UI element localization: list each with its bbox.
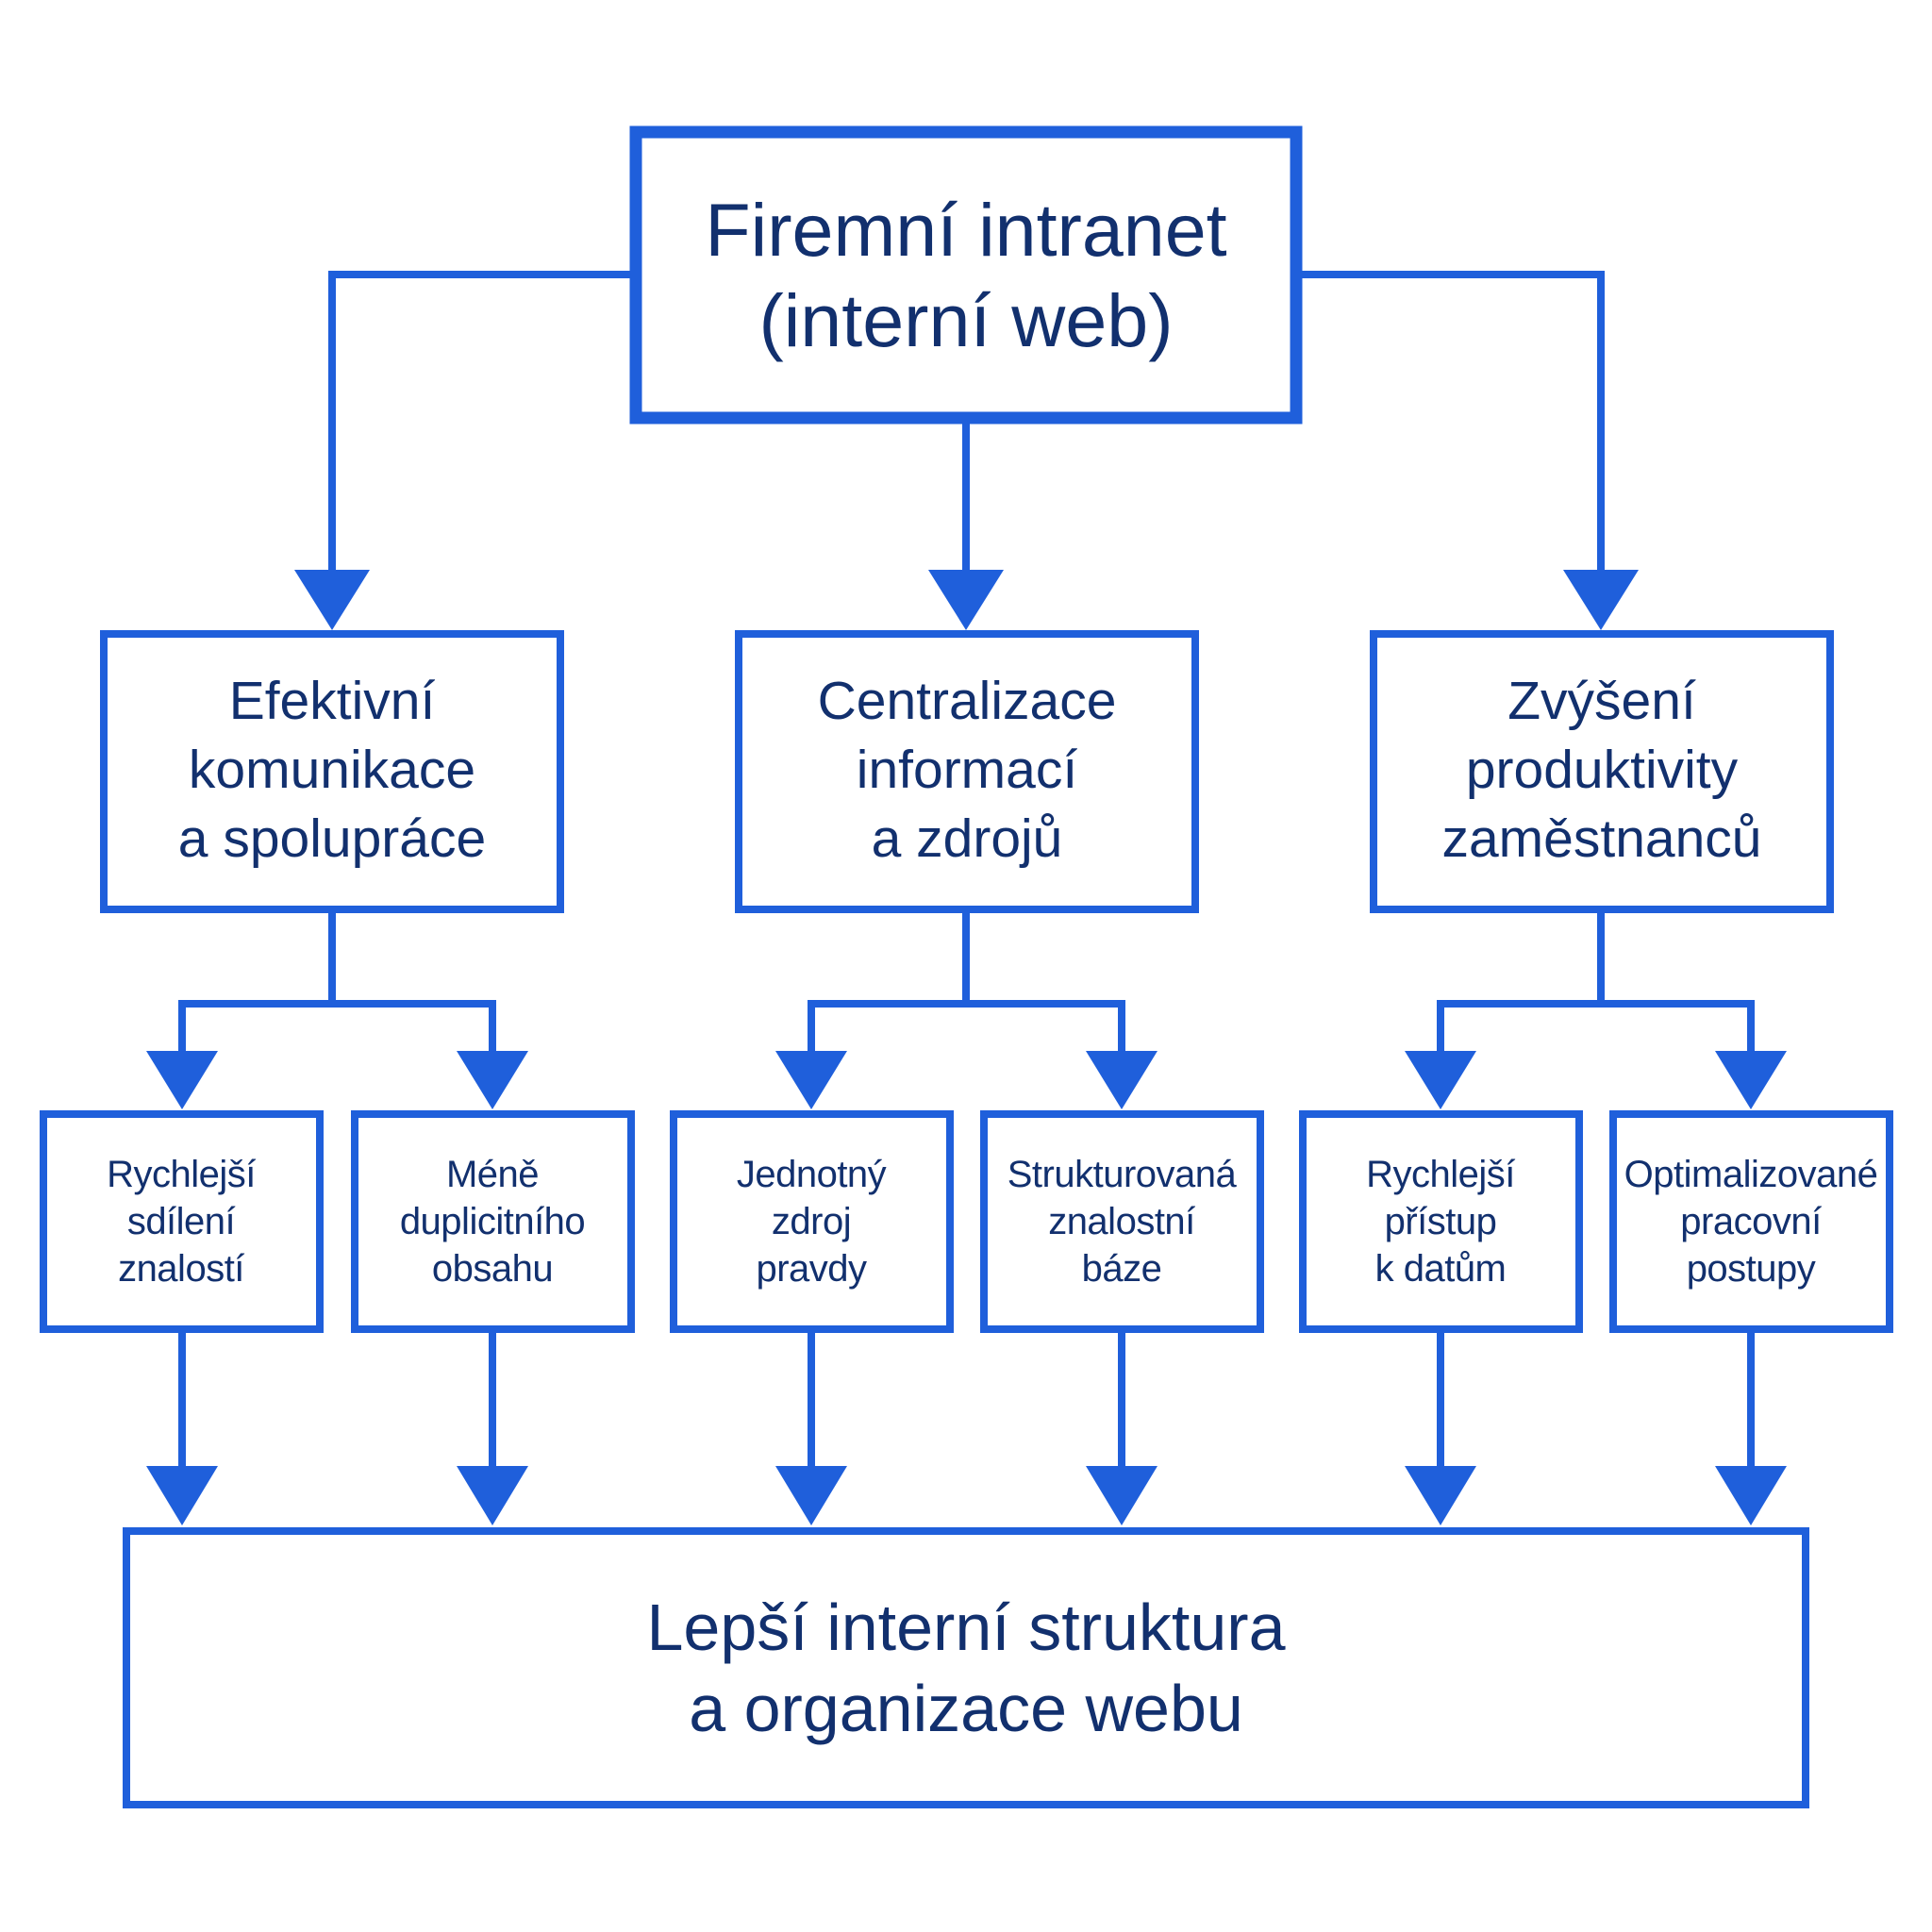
leaf-box-4 (980, 1110, 1264, 1333)
leaf-label-3: Jednotný zdroj pravdy (736, 1154, 887, 1290)
connector-root-left (328, 271, 636, 577)
connector-split-3 (1437, 1000, 1755, 1060)
arrowhead-root-right (1563, 570, 1639, 630)
connector-root-right (1296, 271, 1605, 577)
connector-split-2 (808, 1000, 1125, 1060)
connector-split-1 (178, 1000, 496, 1060)
leaf-label-1: Rychlejší sdílení znalostí (107, 1154, 256, 1290)
arrowhead-leaf-6 (1715, 1051, 1787, 1109)
arrowhead-bottom-4 (1086, 1466, 1158, 1525)
arrowhead-leaf-4 (1086, 1051, 1158, 1109)
level2-box-communication (100, 630, 564, 913)
leaf-box-2 (351, 1110, 635, 1333)
arrowhead-leaf-5 (1405, 1051, 1476, 1109)
leaf-label-2: Méně duplicitního obsahu (399, 1154, 586, 1290)
arrowhead-root-left (294, 570, 370, 630)
arrowhead-root-center (928, 570, 1004, 630)
root-label: Firemní intranet (interní web) (705, 187, 1227, 362)
arrowhead-leaf-2 (457, 1051, 528, 1109)
bottom-box (123, 1527, 1809, 1808)
arrowhead-bottom-2 (457, 1466, 528, 1525)
level2-label-productivity: Zvýšení produktivity zaměstnanců (1441, 670, 1762, 869)
arrowhead-bottom-1 (146, 1466, 218, 1525)
level2-label-communication: Efektivní komunikace a spolupráce (177, 670, 487, 869)
arrowhead-leaf-3 (775, 1051, 847, 1109)
leaf-label-4: Strukturovaná znalostní báze (1007, 1154, 1237, 1290)
bottom-label: Lepší interní struktura a organizace web… (646, 1591, 1286, 1745)
leaf-box-6 (1609, 1110, 1893, 1333)
level2-box-productivity (1370, 630, 1834, 913)
leaf-label-5: Rychlejší přístup k datům (1366, 1154, 1515, 1290)
leaf-label-6: Optimalizované pracovní postupy (1624, 1154, 1878, 1290)
arrowhead-leaf-1 (146, 1051, 218, 1109)
arrowhead-bottom-5 (1405, 1466, 1476, 1525)
arrowhead-bottom-3 (775, 1466, 847, 1525)
arrowhead-bottom-6 (1715, 1466, 1787, 1525)
level2-label-centralization: Centralizace informací a zdrojů (817, 670, 1117, 869)
